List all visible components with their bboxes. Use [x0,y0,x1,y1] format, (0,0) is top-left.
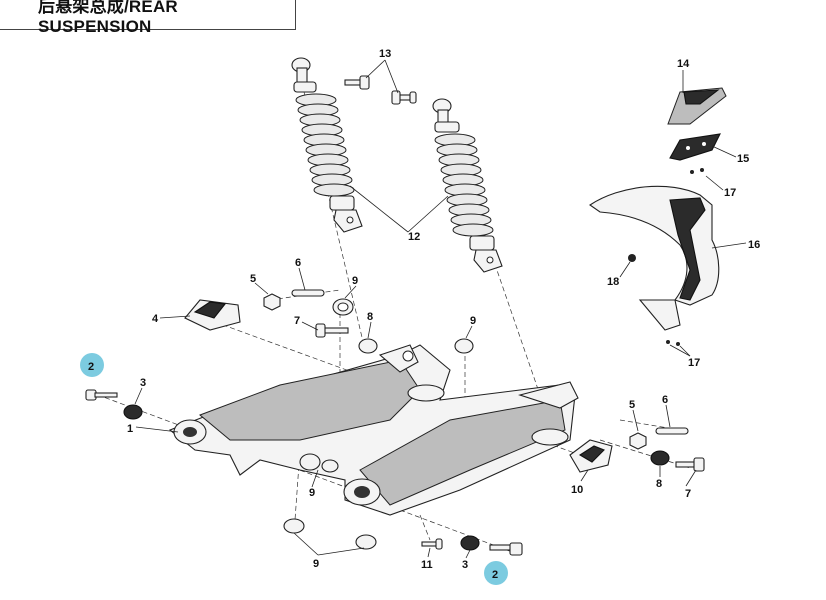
chain-adjuster-10 [569,439,613,473]
callout-labels: 1 2 2 3 3 4 5 5 6 6 7 7 8 8 9 9 9 9 10 1… [88,48,760,581]
callout-14[interactable]: 14 [677,58,690,70]
callout-17-bottom[interactable]: 17 [688,357,700,369]
callout-3-bottom[interactable]: 3 [462,559,468,571]
bracket-15 [669,133,721,161]
swingarm [168,344,579,516]
callout-8-left[interactable]: 8 [367,311,373,323]
callout-6-left[interactable]: 6 [295,257,301,269]
callout-8-right[interactable]: 8 [656,478,662,490]
callout-4[interactable]: 4 [152,313,159,325]
shock-bolt-13 [344,75,417,105]
callout-12[interactable]: 12 [408,231,420,243]
bolt-7 [315,323,705,472]
seal-9 [283,298,474,550]
shock-absorber-left [291,57,363,233]
callout-16[interactable]: 16 [748,239,760,251]
callout-9-lower[interactable]: 9 [309,487,315,499]
callout-5-right[interactable]: 5 [629,399,635,411]
callout-15[interactable]: 15 [737,153,749,165]
shock-absorber-right [432,98,503,273]
callout-5-left[interactable]: 5 [250,273,256,285]
screw-17 [666,168,704,346]
callout-7-right[interactable]: 7 [685,488,691,500]
callout-10[interactable]: 10 [571,484,583,496]
highlight-callout-2a [80,353,104,377]
callout-2-bottom[interactable]: 2 [492,569,498,581]
pin-6 [291,289,689,435]
callout-13[interactable]: 13 [379,48,391,60]
callout-1[interactable]: 1 [127,423,133,435]
bolt-11 [421,538,443,550]
rear-mudguard [589,185,720,331]
reflector-14 [667,87,727,125]
callout-18[interactable]: 18 [607,276,619,288]
chain-adjuster-4 [184,299,241,331]
callout-3-top[interactable]: 3 [140,377,146,389]
pivot-bolt-2 [85,389,523,556]
callout-2-top[interactable]: 2 [88,361,94,373]
nut-5 [263,293,647,450]
highlight-callout-2b [484,561,508,585]
callout-9-bottom[interactable]: 9 [313,558,319,570]
callout-9-top[interactable]: 9 [352,275,358,287]
callout-11[interactable]: 11 [421,559,433,571]
callout-9-mid[interactable]: 9 [470,315,476,327]
bushing-8 [358,338,670,466]
grommet-18 [628,254,636,262]
callout-6-right[interactable]: 6 [662,394,668,406]
callout-7-left[interactable]: 7 [294,315,300,327]
callout-17-top[interactable]: 17 [724,187,736,199]
leader-lines [134,59,747,559]
